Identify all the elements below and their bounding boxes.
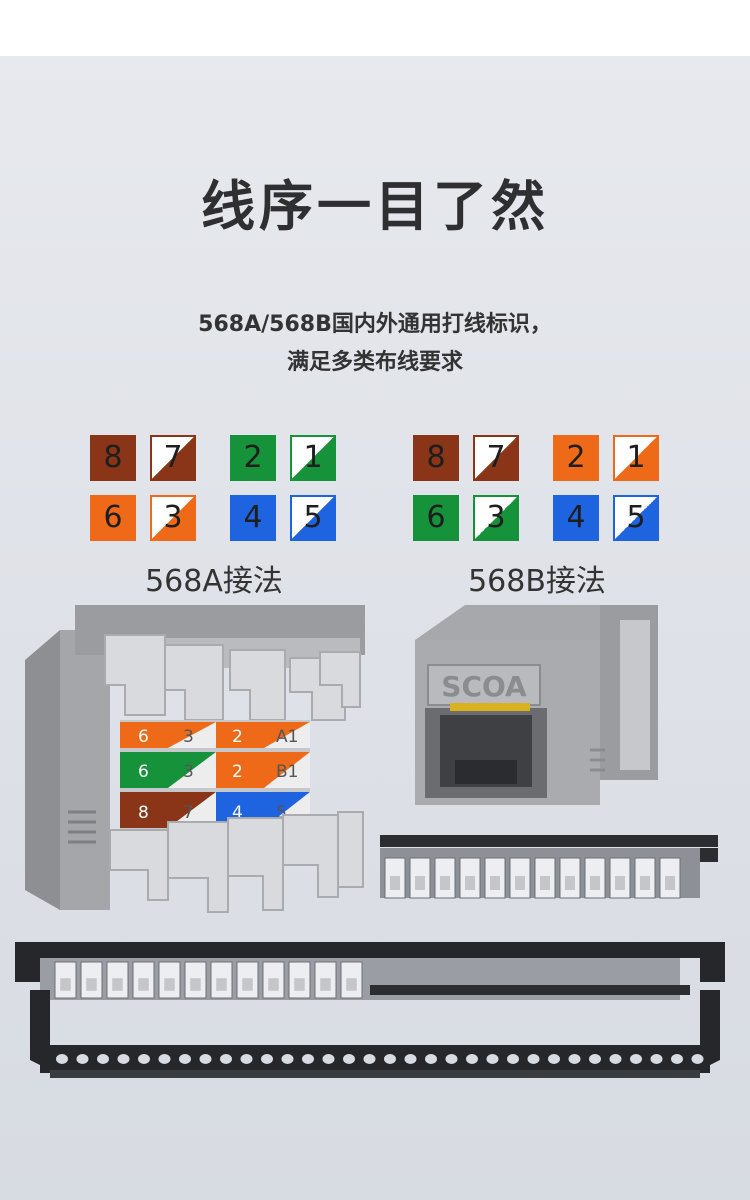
jack-label: 3 — [183, 762, 194, 782]
patch-port-socket — [665, 876, 675, 890]
patch-port-socket — [490, 876, 500, 890]
page-title: 线序一目了然 — [201, 175, 549, 238]
wire-pair-square: 1 — [613, 435, 659, 481]
jack-label: 3 — [183, 727, 194, 747]
mounting-hole — [568, 1054, 581, 1064]
patch-port-socket — [390, 876, 400, 890]
patch-port-socket — [615, 876, 625, 890]
jack-label: 5 — [276, 803, 287, 823]
mounting-hole — [363, 1054, 376, 1064]
mounting-hole — [671, 1054, 683, 1064]
wire-pair-square: 7 — [150, 435, 196, 481]
patch-port-socket — [112, 978, 123, 991]
mounting-hole — [138, 1054, 150, 1064]
jack-label: B1 — [276, 762, 298, 782]
mounting-hole — [486, 1054, 499, 1064]
mounting-hole — [56, 1054, 68, 1064]
patch-port-socket — [515, 876, 525, 890]
patch-port-socket — [346, 978, 357, 991]
mounting-hole — [179, 1054, 191, 1064]
wire-pair-square: 2 — [553, 435, 599, 481]
jack-label: A1 — [276, 727, 298, 747]
jack-label: 6 — [138, 727, 149, 747]
patch-port-socket — [268, 978, 279, 991]
mounting-hole — [691, 1054, 704, 1064]
wire-pair-square: 5 — [613, 495, 659, 541]
mounting-hole — [609, 1054, 622, 1064]
patch-port-socket — [294, 978, 305, 991]
product-illustration: 6 3 2 A1 6 3 2 B1 8 7 4 5 — [15, 605, 725, 1078]
patch-port-socket — [138, 978, 149, 991]
jack-label: 2 — [232, 762, 243, 782]
mounting-hole — [445, 1054, 458, 1064]
patch-port-socket — [540, 876, 550, 890]
keystone-jack-front: SCOA — [415, 605, 658, 805]
jack-label: 2 — [232, 727, 243, 747]
wire-pair-square: 3 — [473, 495, 519, 541]
patch-port-socket — [60, 978, 71, 991]
wire-pair-square: 2 — [230, 435, 276, 481]
mounting-hole — [527, 1054, 540, 1064]
subtitle-line-1: 568A/568B国内外通用打线标识， — [198, 312, 552, 337]
patch-port-socket — [565, 876, 575, 890]
mounting-hole — [158, 1054, 171, 1064]
wire-pair-square: 8 — [90, 435, 136, 481]
mounting-hole — [76, 1054, 89, 1064]
mounting-hole — [117, 1054, 130, 1064]
mounting-hole — [650, 1054, 663, 1064]
mounting-hole — [97, 1054, 109, 1064]
wire-pair-square: 5 — [290, 495, 336, 541]
mounting-hole — [322, 1054, 335, 1064]
wire-pair-square: 8 — [413, 435, 459, 481]
mounting-hole — [220, 1054, 232, 1064]
mounting-hole — [261, 1054, 273, 1064]
mounting-hole — [384, 1054, 396, 1064]
patch-port-socket — [440, 876, 450, 890]
patch-port-socket — [86, 978, 97, 991]
wire-pair-square: 4 — [230, 495, 276, 541]
jack-label: 6 — [138, 762, 149, 782]
patch-port-socket — [190, 978, 201, 991]
patch-port-socket — [242, 978, 253, 991]
patch-port-socket — [465, 876, 475, 890]
patch-port-socket — [164, 978, 175, 991]
mounting-hole — [302, 1054, 314, 1064]
mounting-hole — [199, 1054, 212, 1064]
wire-pair-square: 1 — [290, 435, 336, 481]
patch-port-socket — [590, 876, 600, 890]
wire-pair-square: 6 — [413, 495, 459, 541]
mounting-hole — [548, 1054, 560, 1064]
mounting-hole — [281, 1054, 294, 1064]
mounting-hole — [507, 1054, 519, 1064]
wire-pair-square: 4 — [553, 495, 599, 541]
jack-label: 4 — [232, 803, 243, 823]
wire-pair-square: 3 — [150, 495, 196, 541]
patch-port-socket — [415, 876, 425, 890]
mounting-hole — [343, 1054, 355, 1064]
jack-label: 8 — [138, 803, 149, 823]
patch-port-socket — [640, 876, 650, 890]
keystone-jack-rear: 6 3 2 A1 6 3 2 B1 8 7 4 5 — [25, 605, 365, 913]
mounting-hole — [589, 1054, 601, 1064]
wire-pair-square: 7 — [473, 435, 519, 481]
mounting-hole — [240, 1054, 253, 1064]
patch-panel-large — [15, 942, 725, 1078]
patch-panel-small — [380, 835, 718, 899]
mounting-hole — [404, 1054, 417, 1064]
subtitle-line-2: 满足多类布线要求 — [286, 350, 463, 375]
mounting-hole — [466, 1054, 478, 1064]
label-568b: 568B接法 — [468, 564, 606, 599]
jack-label: 7 — [183, 803, 194, 823]
patch-port-socket — [320, 978, 331, 991]
wire-pair-square: 6 — [90, 495, 136, 541]
brand-logo: SCOA — [441, 670, 527, 703]
mounting-hole — [425, 1054, 437, 1064]
label-568a: 568A接法 — [145, 564, 283, 599]
mounting-hole — [630, 1054, 642, 1064]
patch-port-socket — [216, 978, 227, 991]
